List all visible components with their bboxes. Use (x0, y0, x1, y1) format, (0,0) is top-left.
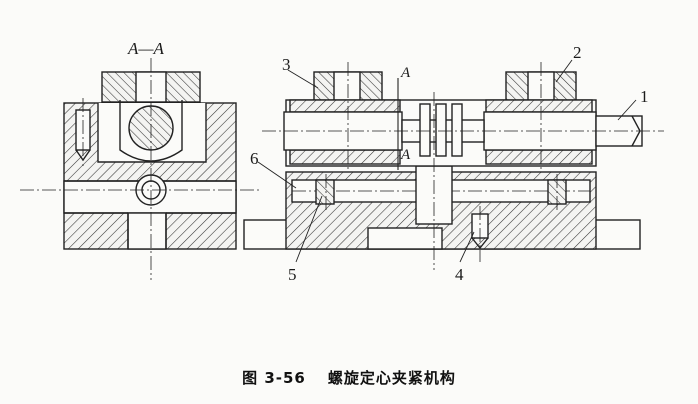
left-nut (315, 179, 335, 205)
main-view (243, 59, 664, 270)
figure-caption: 图 3-56 螺旋定心夹紧机构 (0, 367, 698, 388)
callout-3: 3 (282, 55, 291, 74)
section-view-a-a (20, 58, 260, 280)
callout-6: 6 (250, 149, 259, 168)
view-mark-top: A (401, 65, 411, 81)
callout-5: 5 (288, 265, 297, 284)
figure-title: 螺旋定心夹紧机构 (327, 369, 456, 387)
figure-number: 图 3-56 (242, 369, 306, 387)
section-label: A—A (128, 39, 164, 58)
center-collar (419, 103, 431, 157)
view-mark-bottom: A (401, 147, 411, 163)
callout-4: 4 (455, 265, 464, 284)
callout-2: 2 (573, 43, 582, 62)
callout-1: 1 (640, 87, 649, 106)
